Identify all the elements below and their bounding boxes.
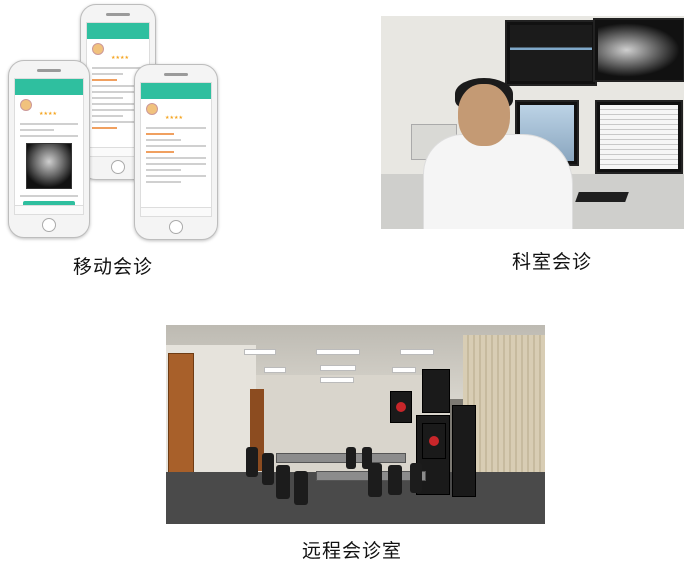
xray-image xyxy=(26,143,72,189)
phone-right: ★★★★ xyxy=(134,64,218,240)
remote-consultation-room-image xyxy=(166,325,545,524)
mobile-consultation-image: ★★★★ ★★★★ ★★★★ xyxy=(8,4,220,240)
department-consultation-image xyxy=(381,16,684,229)
caption-department: 科室会诊 xyxy=(512,251,593,273)
caption-remote: 远程会诊室 xyxy=(302,540,403,562)
caption-mobile: 移动会诊 xyxy=(73,256,154,278)
phone-left: ★★★★ xyxy=(8,60,90,238)
